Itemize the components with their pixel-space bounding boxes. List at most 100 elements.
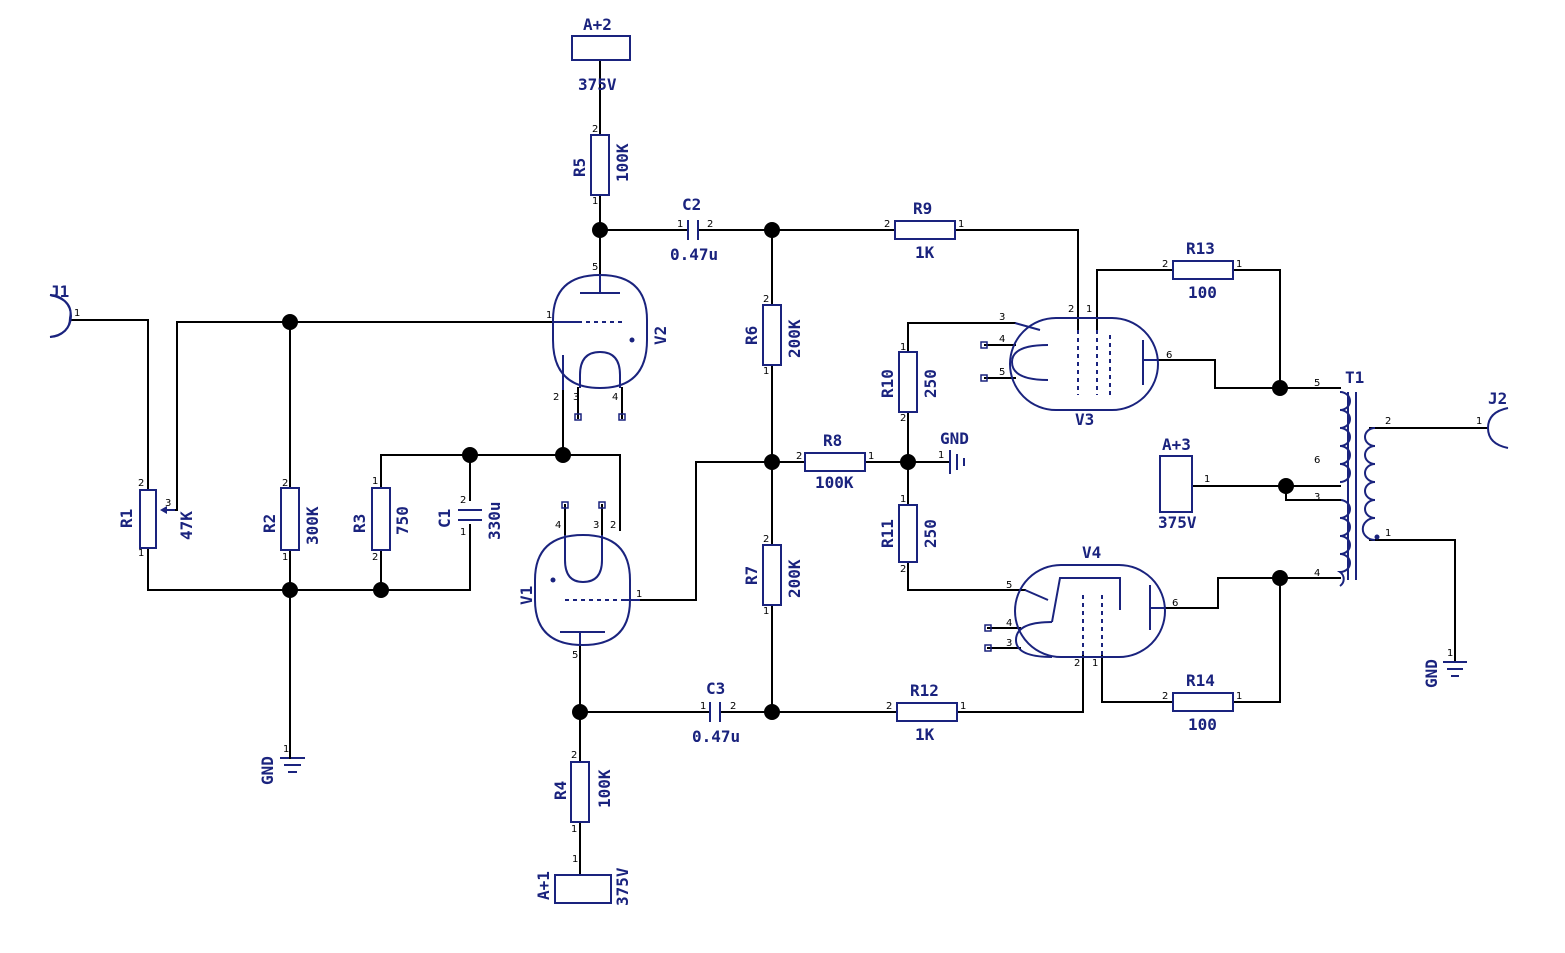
svg-text:0.47u: 0.47u	[670, 245, 718, 264]
svg-text:1K: 1K	[915, 725, 935, 744]
svg-text:V1: V1	[517, 586, 536, 605]
svg-text:100K: 100K	[613, 143, 632, 182]
svg-text:100: 100	[1188, 283, 1217, 302]
svg-text:1: 1	[460, 527, 466, 538]
r13-resistor: R13 100 2 1	[1162, 239, 1242, 302]
svg-text:2: 2	[796, 451, 802, 462]
c3-capacitor: C3 0.47u 1 2	[692, 679, 740, 746]
svg-text:4: 4	[1006, 618, 1012, 629]
svg-text:1: 1	[138, 548, 144, 559]
svg-text:R6: R6	[742, 326, 761, 345]
svg-text:1: 1	[592, 196, 598, 207]
t1-transformer: T1 1 2 3 4 5 6	[1285, 368, 1391, 587]
svg-text:4: 4	[999, 334, 1005, 345]
svg-text:1: 1	[700, 701, 706, 712]
svg-text:R13: R13	[1186, 239, 1215, 258]
svg-text:2: 2	[1385, 416, 1391, 427]
v2-tube: V2 1 2 3 4 5	[546, 262, 670, 421]
svg-text:6: 6	[1172, 598, 1178, 609]
svg-text:R11: R11	[878, 519, 897, 548]
svg-text:1K: 1K	[915, 243, 935, 262]
svg-text:R9: R9	[913, 199, 932, 218]
svg-text:2: 2	[1162, 691, 1168, 702]
svg-text:R8: R8	[823, 431, 842, 450]
svg-text:R2: R2	[260, 514, 279, 533]
svg-text:100K: 100K	[815, 473, 854, 492]
svg-text:5: 5	[999, 367, 1005, 378]
svg-text:GND: GND	[1422, 659, 1441, 688]
r3-resistor: R3 750 1 2	[350, 476, 412, 563]
svg-text:2: 2	[592, 124, 598, 135]
a1-supply: A+1 375V 1	[534, 854, 632, 906]
svg-text:2: 2	[884, 219, 890, 230]
svg-text:375V: 375V	[613, 867, 632, 906]
svg-text:2: 2	[1162, 259, 1168, 270]
svg-text:3: 3	[1006, 638, 1012, 649]
v3-tube: V3 1 2 3 4 5 6	[980, 304, 1172, 429]
r8-resistor: R8 100K 2 1	[796, 431, 874, 492]
svg-text:200K: 200K	[785, 319, 804, 358]
a2-supply: A+2 375V	[571, 15, 631, 94]
svg-text:1: 1	[546, 310, 552, 321]
svg-text:1: 1	[1447, 648, 1453, 659]
svg-text:V2: V2	[651, 326, 670, 345]
svg-text:4: 4	[555, 520, 561, 531]
r4-resistor: R4 100K 2 1	[551, 750, 614, 835]
svg-text:1: 1	[1236, 691, 1242, 702]
svg-text:2: 2	[707, 219, 713, 230]
svg-text:1: 1	[282, 552, 288, 563]
svg-text:2: 2	[886, 701, 892, 712]
svg-text:1: 1	[960, 701, 966, 712]
svg-text:2: 2	[553, 392, 559, 403]
svg-text:1: 1	[958, 219, 964, 230]
r14-resistor: R14 100 2 1	[1162, 671, 1242, 734]
r12-resistor: R12 1K 2 1	[886, 681, 966, 744]
svg-text:1: 1	[1204, 474, 1210, 485]
c2-capacitor: C2 0.47u 1 2	[670, 195, 718, 264]
svg-text:330u: 330u	[485, 501, 504, 540]
svg-text:2: 2	[282, 478, 288, 489]
svg-text:2: 2	[138, 478, 144, 489]
gnd-center: GND 1	[938, 429, 969, 474]
svg-text:4: 4	[1314, 568, 1320, 579]
r11-resistor: R11 250 1 2	[878, 494, 940, 575]
svg-text:2: 2	[763, 534, 769, 545]
svg-text:200K: 200K	[785, 559, 804, 598]
svg-text:1: 1	[900, 342, 906, 353]
j2-connector: J2 1	[1476, 389, 1509, 449]
svg-text:6: 6	[1314, 455, 1320, 466]
svg-text:R12: R12	[910, 681, 939, 700]
svg-text:5: 5	[1314, 378, 1320, 389]
svg-text:R7: R7	[742, 566, 761, 585]
svg-text:1: 1	[1385, 528, 1391, 539]
svg-text:R5: R5	[570, 158, 589, 177]
svg-text:1: 1	[900, 494, 906, 505]
svg-text:5: 5	[572, 650, 578, 661]
svg-text:2: 2	[900, 564, 906, 575]
svg-text:GND: GND	[258, 756, 277, 785]
svg-text:1: 1	[372, 476, 378, 487]
svg-text:R4: R4	[551, 781, 570, 800]
gnd-right: GND 1	[1422, 648, 1467, 688]
svg-text:47K: 47K	[177, 511, 196, 540]
svg-text:2: 2	[571, 750, 577, 761]
svg-text:5: 5	[592, 262, 598, 273]
r2-resistor: R2 300K 2 1	[260, 478, 322, 563]
svg-text:1: 1	[868, 451, 874, 462]
svg-text:C2: C2	[682, 195, 701, 214]
svg-text:750: 750	[393, 506, 412, 535]
svg-text:A+3: A+3	[1162, 435, 1191, 454]
r6-resistor: R6 200K 2 1	[742, 294, 804, 377]
a3-supply: A+3 375V 1	[1158, 435, 1210, 532]
svg-text:375V: 375V	[1158, 513, 1197, 532]
svg-text:2: 2	[372, 552, 378, 563]
r1-potentiometer: R1 47K 2 1 3	[117, 478, 196, 559]
svg-text:J2: J2	[1488, 389, 1507, 408]
r7-resistor: R7 200K 2 1	[742, 534, 804, 617]
svg-text:C1: C1	[435, 509, 454, 528]
svg-text:A+1: A+1	[534, 871, 553, 900]
svg-text:3: 3	[165, 498, 171, 509]
svg-text:1: 1	[1476, 416, 1482, 427]
svg-text:GND: GND	[940, 429, 969, 448]
v1-tube: V1 1 2 3 4 5	[517, 501, 642, 661]
